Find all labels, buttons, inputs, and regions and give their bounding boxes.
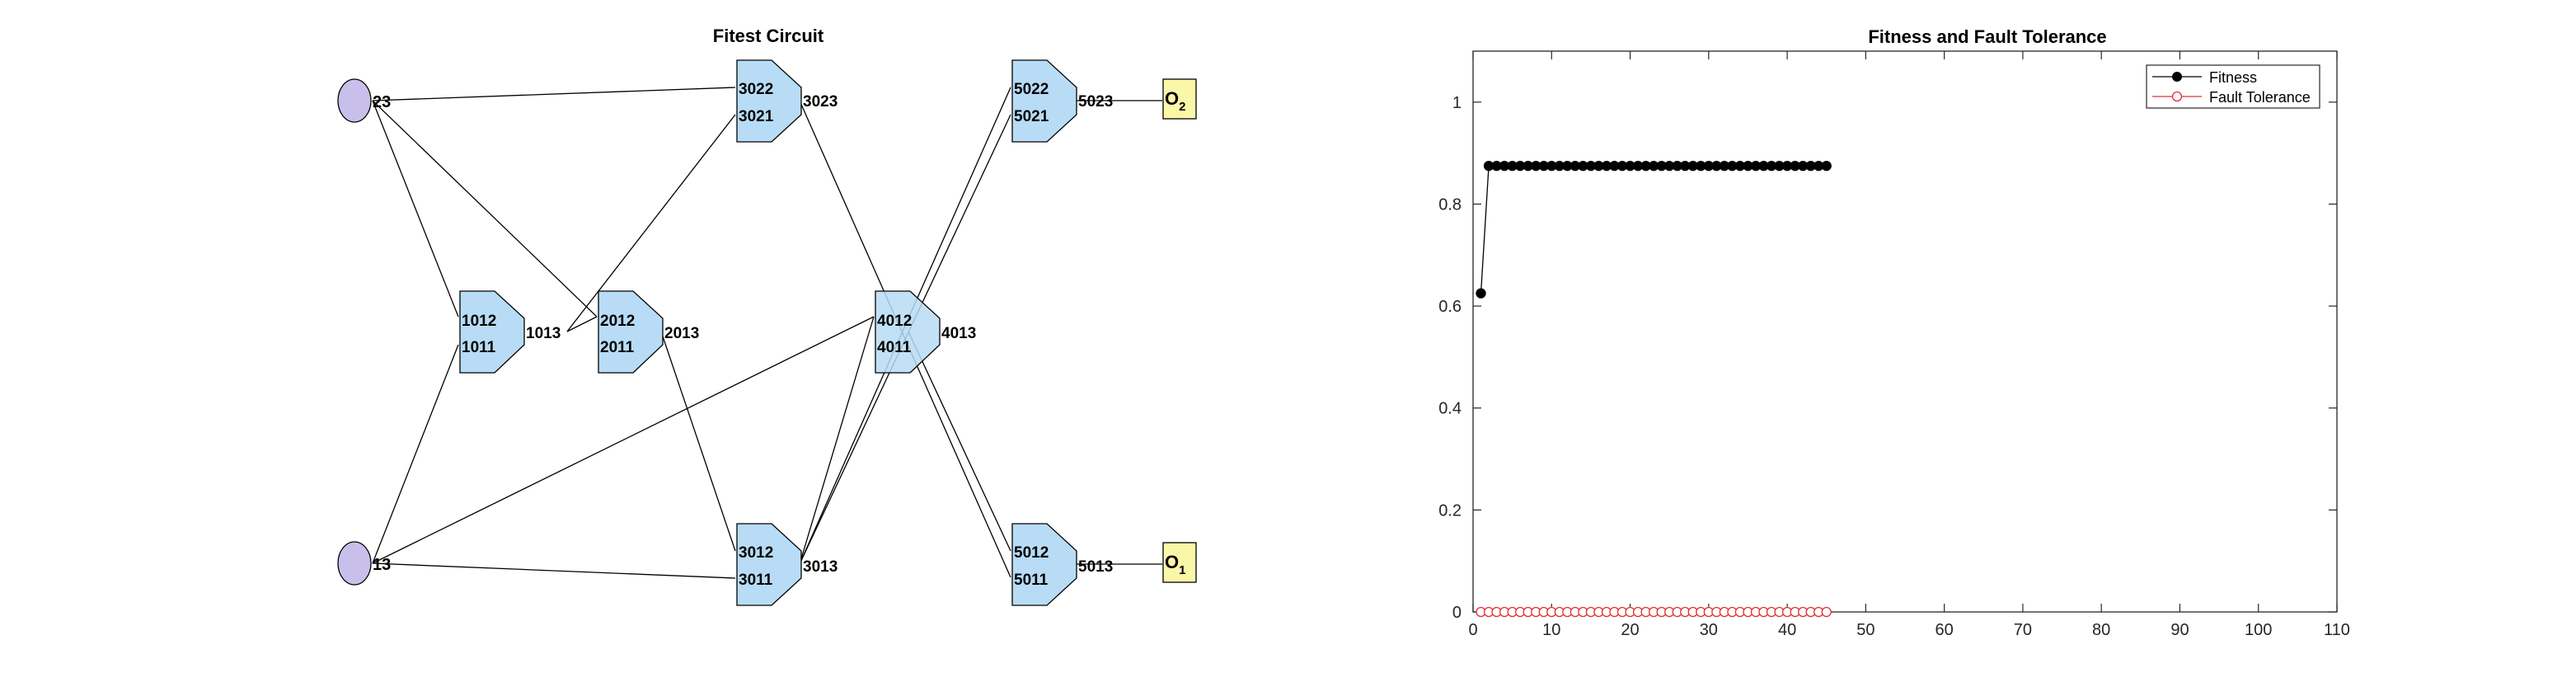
output-node-o1: O1 xyxy=(1162,542,1197,583)
gate-output-label: 5023 xyxy=(1078,93,1113,111)
x-tick-label: 20 xyxy=(1621,621,1639,639)
input-node-shape xyxy=(337,541,372,586)
gate-output-label: 1013 xyxy=(526,325,561,342)
gate-input-label: 4012 xyxy=(877,313,912,330)
output-node-shape xyxy=(1162,78,1197,120)
gate-output-label: 3013 xyxy=(803,558,838,576)
gate-input-label: 5012 xyxy=(1014,544,1049,562)
x-tick-label: 40 xyxy=(1778,621,1796,639)
legend-label-fault-tolerance: Fault Tolerance xyxy=(2209,89,2311,106)
output-letter: O xyxy=(1165,88,1179,109)
gate-input-label: 3012 xyxy=(739,544,773,562)
output-node-shape xyxy=(1162,542,1197,583)
gate-shape xyxy=(875,290,941,374)
gate-shape xyxy=(1011,59,1077,143)
wire xyxy=(372,344,459,564)
gate-4: 4012 4011 4013 xyxy=(875,290,976,374)
gate-shape xyxy=(459,290,525,374)
gate-3-bottom: 3012 3011 3013 xyxy=(736,523,838,606)
chart-series xyxy=(1476,160,1832,618)
x-tick-label: 50 xyxy=(1856,621,1875,639)
output-label: O2 xyxy=(1165,88,1185,114)
wire xyxy=(566,114,736,332)
gate-input-label: 4011 xyxy=(877,339,912,356)
wire xyxy=(372,316,875,564)
gate-shape xyxy=(736,59,802,143)
legend-marker-fitness xyxy=(2172,72,2182,82)
output-subscript: 2 xyxy=(1179,100,1185,114)
gate-2: 2012 2011 2013 xyxy=(598,290,699,374)
gate-input-label: 1011 xyxy=(462,339,496,356)
circuit-title: Fitest Circuit xyxy=(713,26,824,46)
legend-marker-fault-tolerance xyxy=(2171,91,2183,102)
x-tick-label: 70 xyxy=(2014,621,2032,639)
x-tick-label: 30 xyxy=(1700,621,1718,639)
gate-output-label: 5013 xyxy=(1078,558,1113,576)
gate-output-label: 2013 xyxy=(664,325,699,342)
gate-shape xyxy=(736,523,802,606)
x-tick-label: 80 xyxy=(2092,621,2110,639)
chart-title: Fitness and Fault Tolerance xyxy=(1868,26,2106,47)
input-node-13: 13 xyxy=(337,541,391,586)
gate-input-label: 3021 xyxy=(739,108,774,125)
x-tick-label: 60 xyxy=(1936,621,1954,639)
x-tick-label: 100 xyxy=(2245,621,2272,639)
data-point-fitness xyxy=(1821,160,1832,172)
series-fitness xyxy=(1476,160,1832,299)
x-tick-label: 110 xyxy=(2324,621,2350,639)
output-label: O1 xyxy=(1165,552,1185,577)
gate-3-top: 3022 3021 3023 xyxy=(736,59,838,143)
wire xyxy=(372,87,736,101)
input-label: 23 xyxy=(373,93,391,111)
gate-input-label: 5021 xyxy=(1014,108,1049,125)
gate-input-label: 5011 xyxy=(1014,572,1049,589)
axis-ticks: 0 10 20 30 40 50 60 70 80 90 100 110 0 0.2 0.4 0.6 0.8 1 xyxy=(1438,51,2350,639)
gate-shape xyxy=(1011,523,1077,606)
gate-input-label: 1012 xyxy=(462,313,496,330)
output-node-o2: O2 xyxy=(1162,78,1197,120)
x-tick-label: 90 xyxy=(2170,621,2189,639)
wire xyxy=(660,331,736,552)
gate-shape xyxy=(598,290,664,374)
wire xyxy=(908,331,1011,552)
plot-area xyxy=(1472,50,2338,613)
input-node-23: 23 xyxy=(337,78,391,123)
gate-input-label: 2011 xyxy=(600,339,635,356)
gate-input-label: 3022 xyxy=(739,81,773,98)
y-tick-label: 0.8 xyxy=(1438,195,1462,214)
gate-1: 1012 1011 1013 xyxy=(459,290,561,374)
chart-legend: Fitness Fault Tolerance xyxy=(2146,64,2320,109)
gate-input-label: 5022 xyxy=(1014,81,1049,98)
output-subscript: 1 xyxy=(1179,563,1185,577)
gate-input-label: 3011 xyxy=(739,572,773,589)
wire xyxy=(372,100,459,318)
x-tick-label: 10 xyxy=(1542,621,1560,639)
y-tick-label: 0 xyxy=(1452,604,1462,622)
wire xyxy=(372,100,598,318)
gate-output-label: 4013 xyxy=(941,325,976,342)
y-tick-label: 0.6 xyxy=(1438,298,1462,316)
wire xyxy=(372,562,736,579)
input-node-shape xyxy=(337,78,372,123)
y-tick-label: 0.4 xyxy=(1438,400,1462,418)
gate-input-label: 2012 xyxy=(600,313,635,330)
input-label: 13 xyxy=(373,556,391,574)
output-letter: O xyxy=(1165,552,1179,572)
circuit-diagram: Fitest Circuit 23 13 xyxy=(337,26,1197,606)
gate-5-bottom: 5012 5011 5013 xyxy=(1011,523,1113,606)
series-fault-tolerance xyxy=(1476,606,1832,618)
wire xyxy=(566,316,598,332)
legend-label-fitness: Fitness xyxy=(2209,69,2257,86)
gate-5-top: 5022 5021 5023 xyxy=(1011,59,1113,143)
gate-output-label: 3023 xyxy=(803,93,838,111)
data-point-fault-tolerance xyxy=(1821,606,1832,618)
x-tick-label: 0 xyxy=(1468,621,1477,639)
data-point-fitness xyxy=(1476,288,1486,299)
y-tick-label: 1 xyxy=(1452,94,1462,112)
wire xyxy=(799,316,875,565)
y-tick-label: 0.2 xyxy=(1438,501,1462,520)
